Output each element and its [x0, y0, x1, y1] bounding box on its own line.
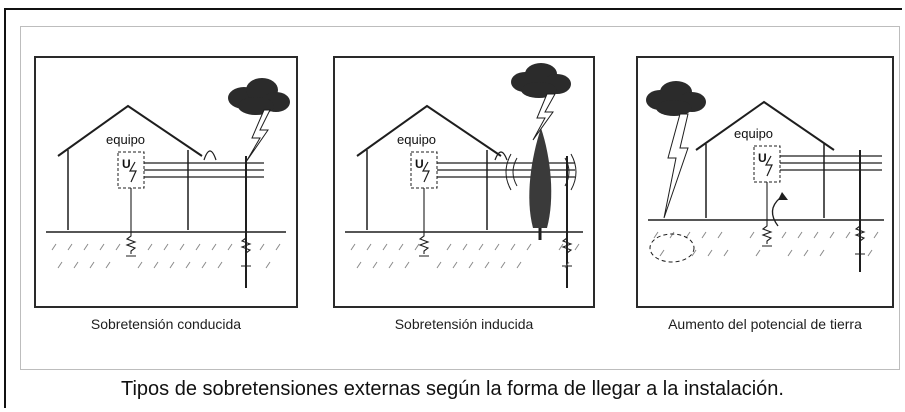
lightning-bolt-icon [532, 93, 556, 141]
panel-induced-drawing: equipo U [345, 63, 583, 288]
surge-wave [494, 151, 508, 161]
house-roof [695, 100, 835, 151]
ground-current-zone [649, 233, 695, 263]
lightning-bolt-icon [663, 113, 689, 219]
ground-hatch [51, 243, 281, 269]
ground-electrode-house [418, 188, 430, 254]
panel-induced: equipo U [333, 56, 595, 308]
lightning-bolt-icon [245, 109, 271, 163]
equipo-label: equipo [397, 132, 436, 147]
storm-cloud-icon [646, 81, 706, 116]
ground-electrode-house [125, 188, 137, 254]
storm-cloud-icon [511, 63, 571, 98]
panel-ground-potential: equipo U [636, 56, 894, 308]
surge-arrester-icon [764, 155, 773, 177]
tree-icon [529, 128, 552, 228]
panel-conducted-drawing: equipo U [46, 78, 290, 288]
caption-ground-potential: Aumento del potencial de tierra [668, 316, 862, 332]
surge-wave [203, 150, 217, 161]
ground-electrode-house [761, 182, 773, 244]
equipo-label: equipo [734, 126, 773, 141]
house-roof [57, 104, 203, 157]
caption-conducted: Sobretensión conducida [90, 316, 242, 332]
ground-electrode-pole [240, 237, 252, 264]
ground-hatch [653, 231, 879, 257]
ground-hatch [350, 243, 580, 269]
surge-arrester-icon [128, 161, 137, 183]
voltage-symbol: U [122, 157, 131, 171]
figure-title: Tipos de sobretensiones externas según l… [121, 378, 784, 400]
panel-conducted: equipo U [34, 56, 298, 308]
storm-cloud-icon [228, 78, 290, 115]
figure-frame [20, 26, 900, 370]
panel-ground-potential-drawing: equipo U [646, 81, 884, 272]
ground-electrode-pole [561, 237, 573, 264]
caption-induced: Sobretensión inducida [394, 316, 534, 332]
voltage-symbol: U [415, 157, 424, 171]
arrow-head-icon [778, 192, 788, 200]
potential-rise-arrow [771, 197, 781, 227]
equipo-label: equipo [106, 132, 145, 147]
ground-electrode-pole [854, 225, 866, 252]
page-frame [4, 8, 902, 408]
house-roof [356, 104, 502, 157]
voltage-symbol: U [758, 151, 767, 165]
surge-arrester-icon [421, 161, 430, 183]
